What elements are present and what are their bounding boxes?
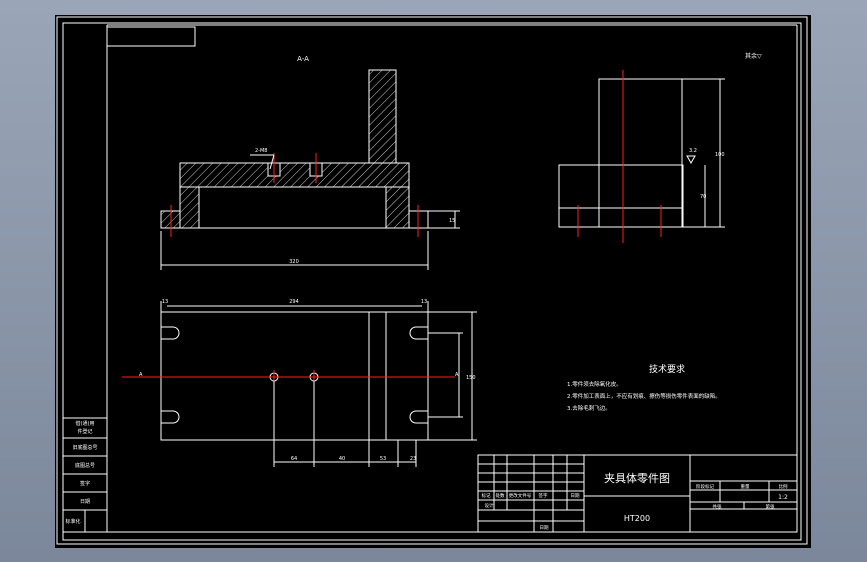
tech-item-3: 3.去除毛刺飞边。 xyxy=(567,404,611,412)
title-block: 标记 处数 更改文件号 签字 日期 设计 日期 夹具体零件图 HT200 阶段标… xyxy=(477,454,798,533)
top-pos1: 64 xyxy=(291,456,297,462)
top-height-dim: 150 xyxy=(466,375,476,381)
front-width-dim: 320 xyxy=(289,259,299,265)
material: HT200 xyxy=(624,514,650,523)
stamp-label-2: 件登记 xyxy=(77,428,92,435)
outer-frame xyxy=(56,16,808,545)
tech-item-1: 1.零件须去除氧化皮。 xyxy=(567,380,622,388)
side-base-height: 70 xyxy=(700,194,706,200)
tb-label-sign: 签字 xyxy=(539,492,548,499)
top-view: A A 294 13 13 150 64 40 53 23 xyxy=(122,299,477,467)
drawing-name: 夹具体零件图 xyxy=(604,471,670,485)
stamp-label-6: 日期 xyxy=(80,499,90,505)
stamp-label-3: 旧底图总号 xyxy=(72,444,97,451)
tb-label-date: 日期 xyxy=(571,493,580,499)
top-pos4: 23 xyxy=(410,456,416,462)
stamp-label-7: 标准化 xyxy=(65,518,80,525)
roughness-note: 其余▽ xyxy=(745,52,762,60)
left-stamp-column: 借(通)用 件登记 旧底图总号 底图总号 签字 日期 标准化 xyxy=(62,417,108,533)
section-label: A-A xyxy=(297,55,309,63)
section-mark-left: A xyxy=(139,372,143,378)
cad-drawing-viewport[interactable]: 借(通)用 件登记 旧底图总号 底图总号 签字 日期 标准化 A-A 2-M8 … xyxy=(55,15,811,548)
top-overall-width: 294 xyxy=(289,299,299,305)
front-right-height: 15 xyxy=(449,218,455,224)
side-roughness: 3.2 xyxy=(689,148,697,154)
stamp-label-4: 底图总号 xyxy=(75,462,95,469)
top-pos2: 40 xyxy=(339,456,345,462)
tb-label-date-2: 日期 xyxy=(540,525,549,531)
front-section-view: A-A 2-M8 15 320 xyxy=(160,55,460,270)
top-left-offset: 13 xyxy=(162,299,168,305)
tb-stage-label: 阶段标记 xyxy=(696,483,714,490)
tb-label-design: 设计 xyxy=(485,502,494,509)
code-box xyxy=(106,26,196,47)
tb-sheet-total: 共张 xyxy=(713,503,722,510)
tb-label-mark: 标记 xyxy=(482,492,491,499)
inner-frame xyxy=(62,22,802,541)
stamp-label-1: 借(通)用 xyxy=(76,420,95,427)
tech-heading: 技术要求 xyxy=(649,363,685,375)
side-view: 其余▽ 100 70 3.2 xyxy=(558,52,762,243)
tb-label-count: 处数 xyxy=(496,492,505,499)
cad-drawing: 借(通)用 件登记 旧底图总号 底图总号 签字 日期 标准化 A-A 2-M8 … xyxy=(56,16,808,545)
tb-scale-value: 1:2 xyxy=(778,494,788,501)
technical-requirements: 技术要求 1.零件须去除氧化皮。 2.零件加工表面上，不应有划痕、擦伤等损伤零件… xyxy=(567,363,721,412)
section-mark-right: A xyxy=(455,372,459,378)
top-pos3: 53 xyxy=(380,456,386,462)
tb-label-change: 更改文件号 xyxy=(509,492,532,499)
hole-callout: 2-M8 xyxy=(255,148,267,154)
tb-weight-label: 重量 xyxy=(741,483,750,490)
tb-sheet: 第张 xyxy=(766,503,775,510)
side-total-height: 100 xyxy=(715,152,725,158)
stamp-label-5: 签字 xyxy=(80,480,90,487)
tech-item-2: 2.零件加工表面上，不应有划痕、擦伤等损伤零件表面的缺陷。 xyxy=(567,392,721,400)
tb-scale-label: 比例 xyxy=(779,483,788,490)
top-right-offset: 13 xyxy=(421,299,427,305)
